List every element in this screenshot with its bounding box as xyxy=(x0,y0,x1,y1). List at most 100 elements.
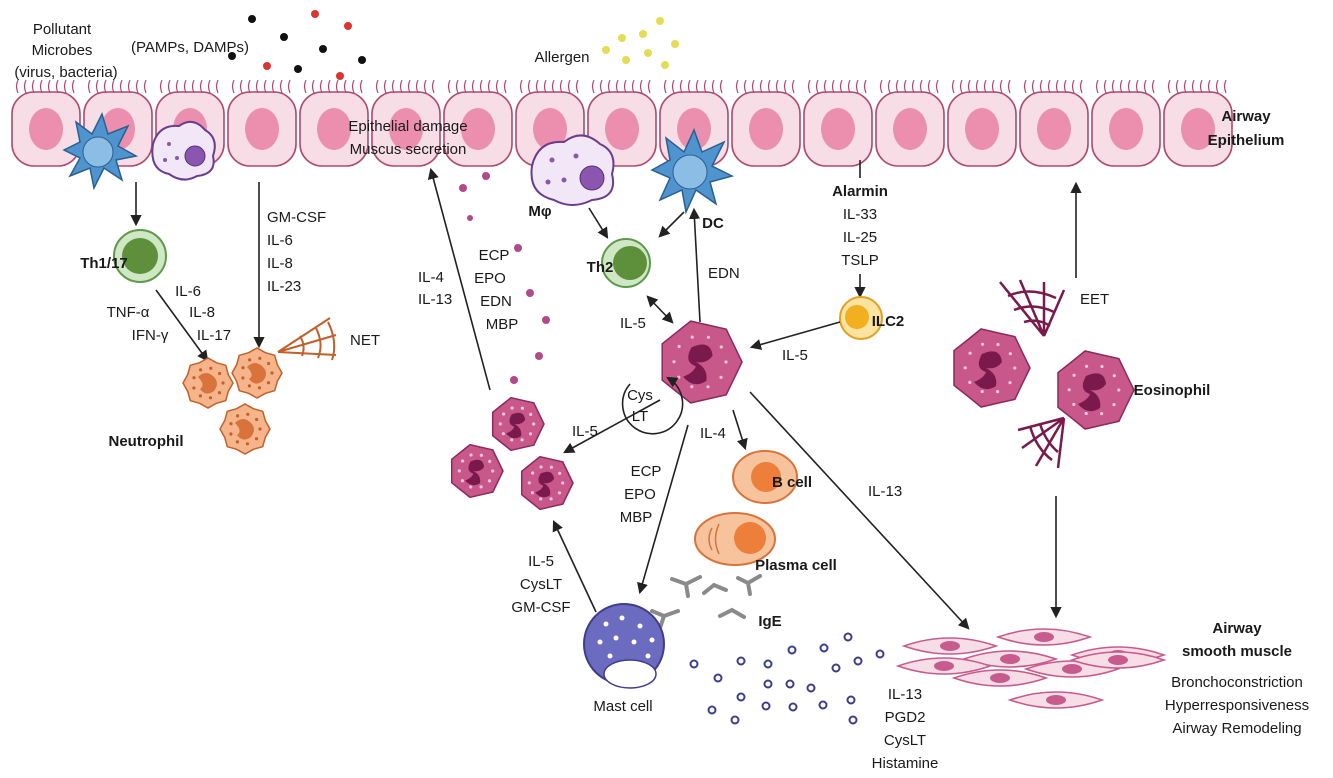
epithelial-cell xyxy=(803,79,873,167)
ilc2-cell xyxy=(839,296,883,340)
remodeling-label: Airway Remodeling xyxy=(1172,720,1301,737)
alarmin-label: Alarmin xyxy=(832,183,888,200)
smooth-muscle-cell xyxy=(1007,691,1105,709)
il5-label-a: IL-5 xyxy=(620,315,646,332)
epithelium-layer xyxy=(11,79,1233,167)
cyslt-label-a: CysLT xyxy=(520,576,562,593)
cyslt-loop xyxy=(621,376,684,435)
il8-label-b: IL-8 xyxy=(267,255,293,272)
hyperresponsiveness-label: Hyperresponsiveness xyxy=(1165,697,1309,714)
eet-label: EET xyxy=(1080,291,1109,308)
il33-label: IL-33 xyxy=(843,206,877,223)
virus-bacteria-label: (virus, bacteria) xyxy=(14,64,117,81)
epithelial-damage-label: Epithelial damage xyxy=(348,118,467,135)
eosinophil-cell xyxy=(520,455,574,511)
histamine-label: Histamine xyxy=(872,755,939,772)
dendritic-cell xyxy=(650,128,735,215)
smooth-muscle-cell xyxy=(1069,651,1167,669)
b-cell-label: B cell xyxy=(772,474,812,491)
il25-label: IL-25 xyxy=(843,229,877,246)
edn-label-b: EDN xyxy=(708,265,740,282)
airway-label: Airway xyxy=(1221,108,1271,125)
cys-label: Cys xyxy=(627,387,653,404)
granule-dots xyxy=(459,172,550,384)
eosinophil-cell xyxy=(953,328,1031,408)
plasma-cell-label: Plasma cell xyxy=(755,557,837,574)
allergen-particles xyxy=(602,17,679,69)
b-cell xyxy=(732,450,798,504)
airway-label-2: Airway xyxy=(1212,620,1262,637)
mast-cell-label: Mast cell xyxy=(593,698,652,715)
net-label: NET xyxy=(350,332,380,349)
mucus-secretion-label: Muscus secretion xyxy=(350,141,467,158)
tslp-label: TSLP xyxy=(841,252,879,269)
il6-label-b: IL-6 xyxy=(267,232,293,249)
mediator-granule xyxy=(819,643,829,653)
eosinophil-cell xyxy=(450,443,504,499)
epithelial-cell xyxy=(947,79,1017,167)
smooth-muscle-cell xyxy=(995,628,1093,646)
ecp-label-a: ECP xyxy=(479,247,510,264)
neutrophil-cell xyxy=(182,357,234,409)
th2-cell xyxy=(601,238,651,288)
epithelial-cell xyxy=(227,79,297,167)
mediator-granule xyxy=(848,715,858,725)
epithelium-label: Epithelium xyxy=(1208,132,1285,149)
ige-label: IgE xyxy=(758,613,781,630)
mediator-granule xyxy=(763,659,773,669)
eosinophil-label: Eosinophil xyxy=(1134,382,1211,399)
mediator-granule xyxy=(730,715,740,725)
neutrophil-label: Neutrophil xyxy=(109,433,184,450)
mediator-granule xyxy=(689,659,699,669)
plasma-cell xyxy=(694,512,776,566)
dendritic-cell-left xyxy=(62,111,139,191)
epo-label-a: EPO xyxy=(474,270,506,287)
smooth-muscle xyxy=(895,628,1167,709)
mbp-label-a: MBP xyxy=(486,316,519,333)
mediator-granules xyxy=(689,632,885,725)
th2-label: Th2 xyxy=(587,259,614,276)
eosinophil-cluster xyxy=(450,396,574,511)
allergen-label: Allergen xyxy=(534,49,589,66)
epithelial-cell xyxy=(1019,79,1089,167)
mediator-granule xyxy=(843,632,853,642)
smooth-muscle-label: smooth muscle xyxy=(1182,643,1292,660)
mediator-granule xyxy=(785,679,795,689)
epo-label-b: EPO xyxy=(624,486,656,503)
mediator-granule xyxy=(736,692,746,702)
cyslt-label-b: CysLT xyxy=(884,732,926,749)
net-fibers xyxy=(277,317,337,361)
epithelial-cell xyxy=(371,79,441,167)
il4-label-b: IL-4 xyxy=(700,425,726,442)
mediator-granule xyxy=(713,673,723,683)
pollutant-label: Pollutant xyxy=(33,21,92,38)
eosinophil-cell xyxy=(491,396,545,452)
ifng-label: IFN-γ xyxy=(132,327,169,344)
macrophage xyxy=(530,134,615,206)
eosinophils-right xyxy=(953,328,1135,430)
il13-label-c: IL-13 xyxy=(888,686,922,703)
il5-label-d: IL-5 xyxy=(528,553,554,570)
il23-label: IL-23 xyxy=(267,278,301,295)
dc-label: DC xyxy=(702,215,724,232)
mediator-granule xyxy=(736,656,746,666)
gmcsf-label-b: GM-CSF xyxy=(511,599,570,616)
mediator-granule xyxy=(787,645,797,655)
th1-17-cell xyxy=(113,229,167,283)
smooth-muscle-cell xyxy=(895,657,993,675)
mediator-granule xyxy=(761,701,771,711)
il17-label: IL-17 xyxy=(197,327,231,344)
ige-antibodies xyxy=(650,574,762,630)
bronchoconstriction-label: Bronchoconstriction xyxy=(1171,674,1303,691)
mediator-granule xyxy=(818,700,828,710)
epithelial-cell xyxy=(875,79,945,167)
neutrophils xyxy=(182,347,283,455)
eet-fibers xyxy=(999,279,1066,469)
macrophage-label: Mφ xyxy=(528,203,551,220)
lt-label: LT xyxy=(632,408,648,425)
pamps-damps-label: (PAMPs, DAMPs) xyxy=(131,39,249,56)
pgd2-label: PGD2 xyxy=(885,709,926,726)
smooth-muscle-cell xyxy=(951,669,1049,687)
mediator-granule xyxy=(846,695,856,705)
